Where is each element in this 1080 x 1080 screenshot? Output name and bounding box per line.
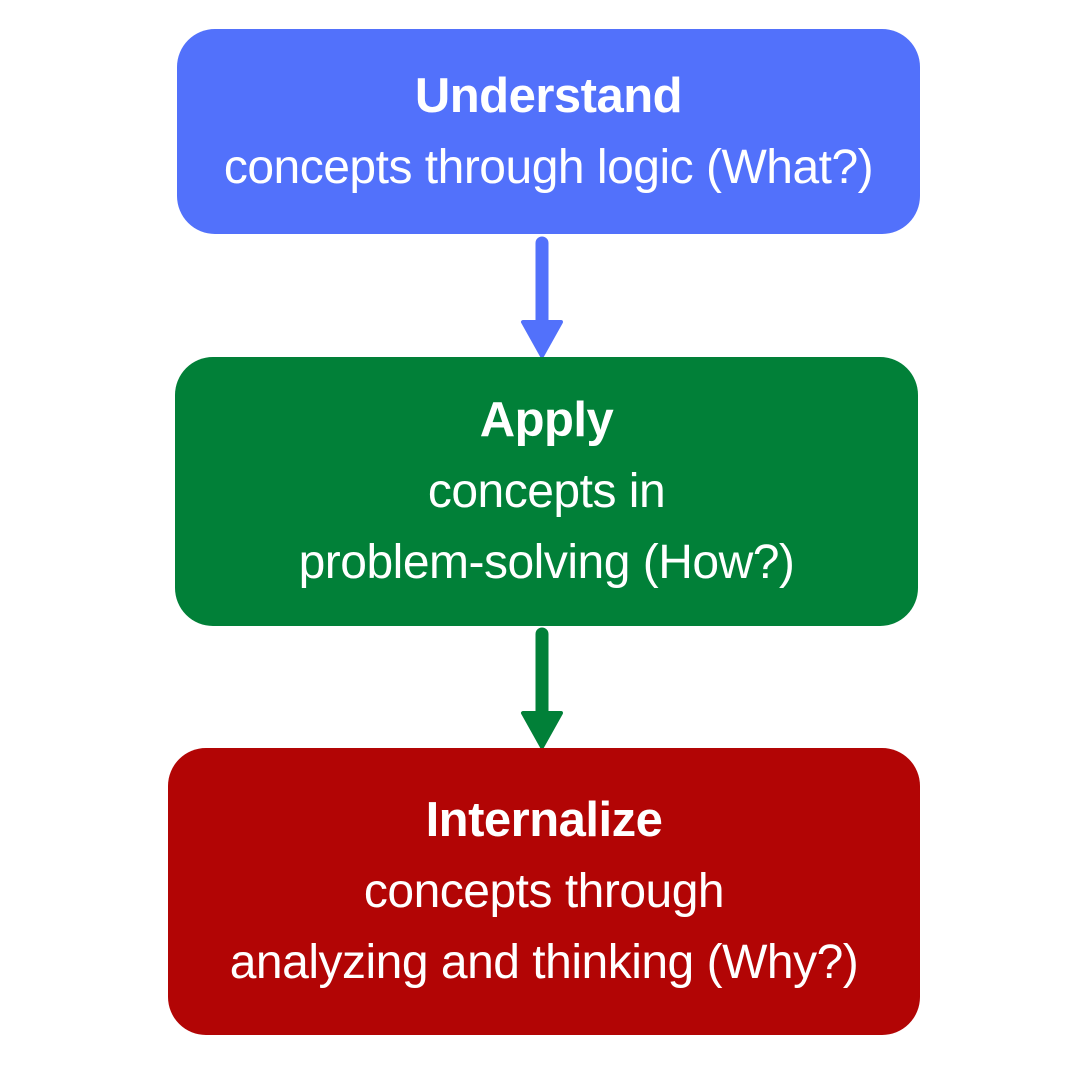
arrow-down-icon — [520, 627, 564, 749]
step-title-apply: Apply — [479, 393, 614, 447]
step-title-internalize: Internalize — [425, 793, 663, 847]
step-description-line: concepts in — [427, 465, 666, 518]
step-box-apply: Apply concepts in problem-solving (How?) — [175, 357, 918, 626]
step-description-line: problem-solving (How?) — [298, 536, 795, 589]
step-box-internalize: Internalize concepts through analyzing a… — [168, 748, 920, 1035]
step-description-line: analyzing and thinking (Why?) — [229, 936, 859, 989]
step-description-line: concepts through logic (What?) — [223, 140, 874, 194]
step-description-line: concepts through — [363, 865, 725, 918]
step-box-understand: Understand concepts through logic (What?… — [177, 29, 920, 234]
step-title-understand: Understand — [414, 68, 683, 123]
arrow-down-icon — [520, 236, 564, 358]
